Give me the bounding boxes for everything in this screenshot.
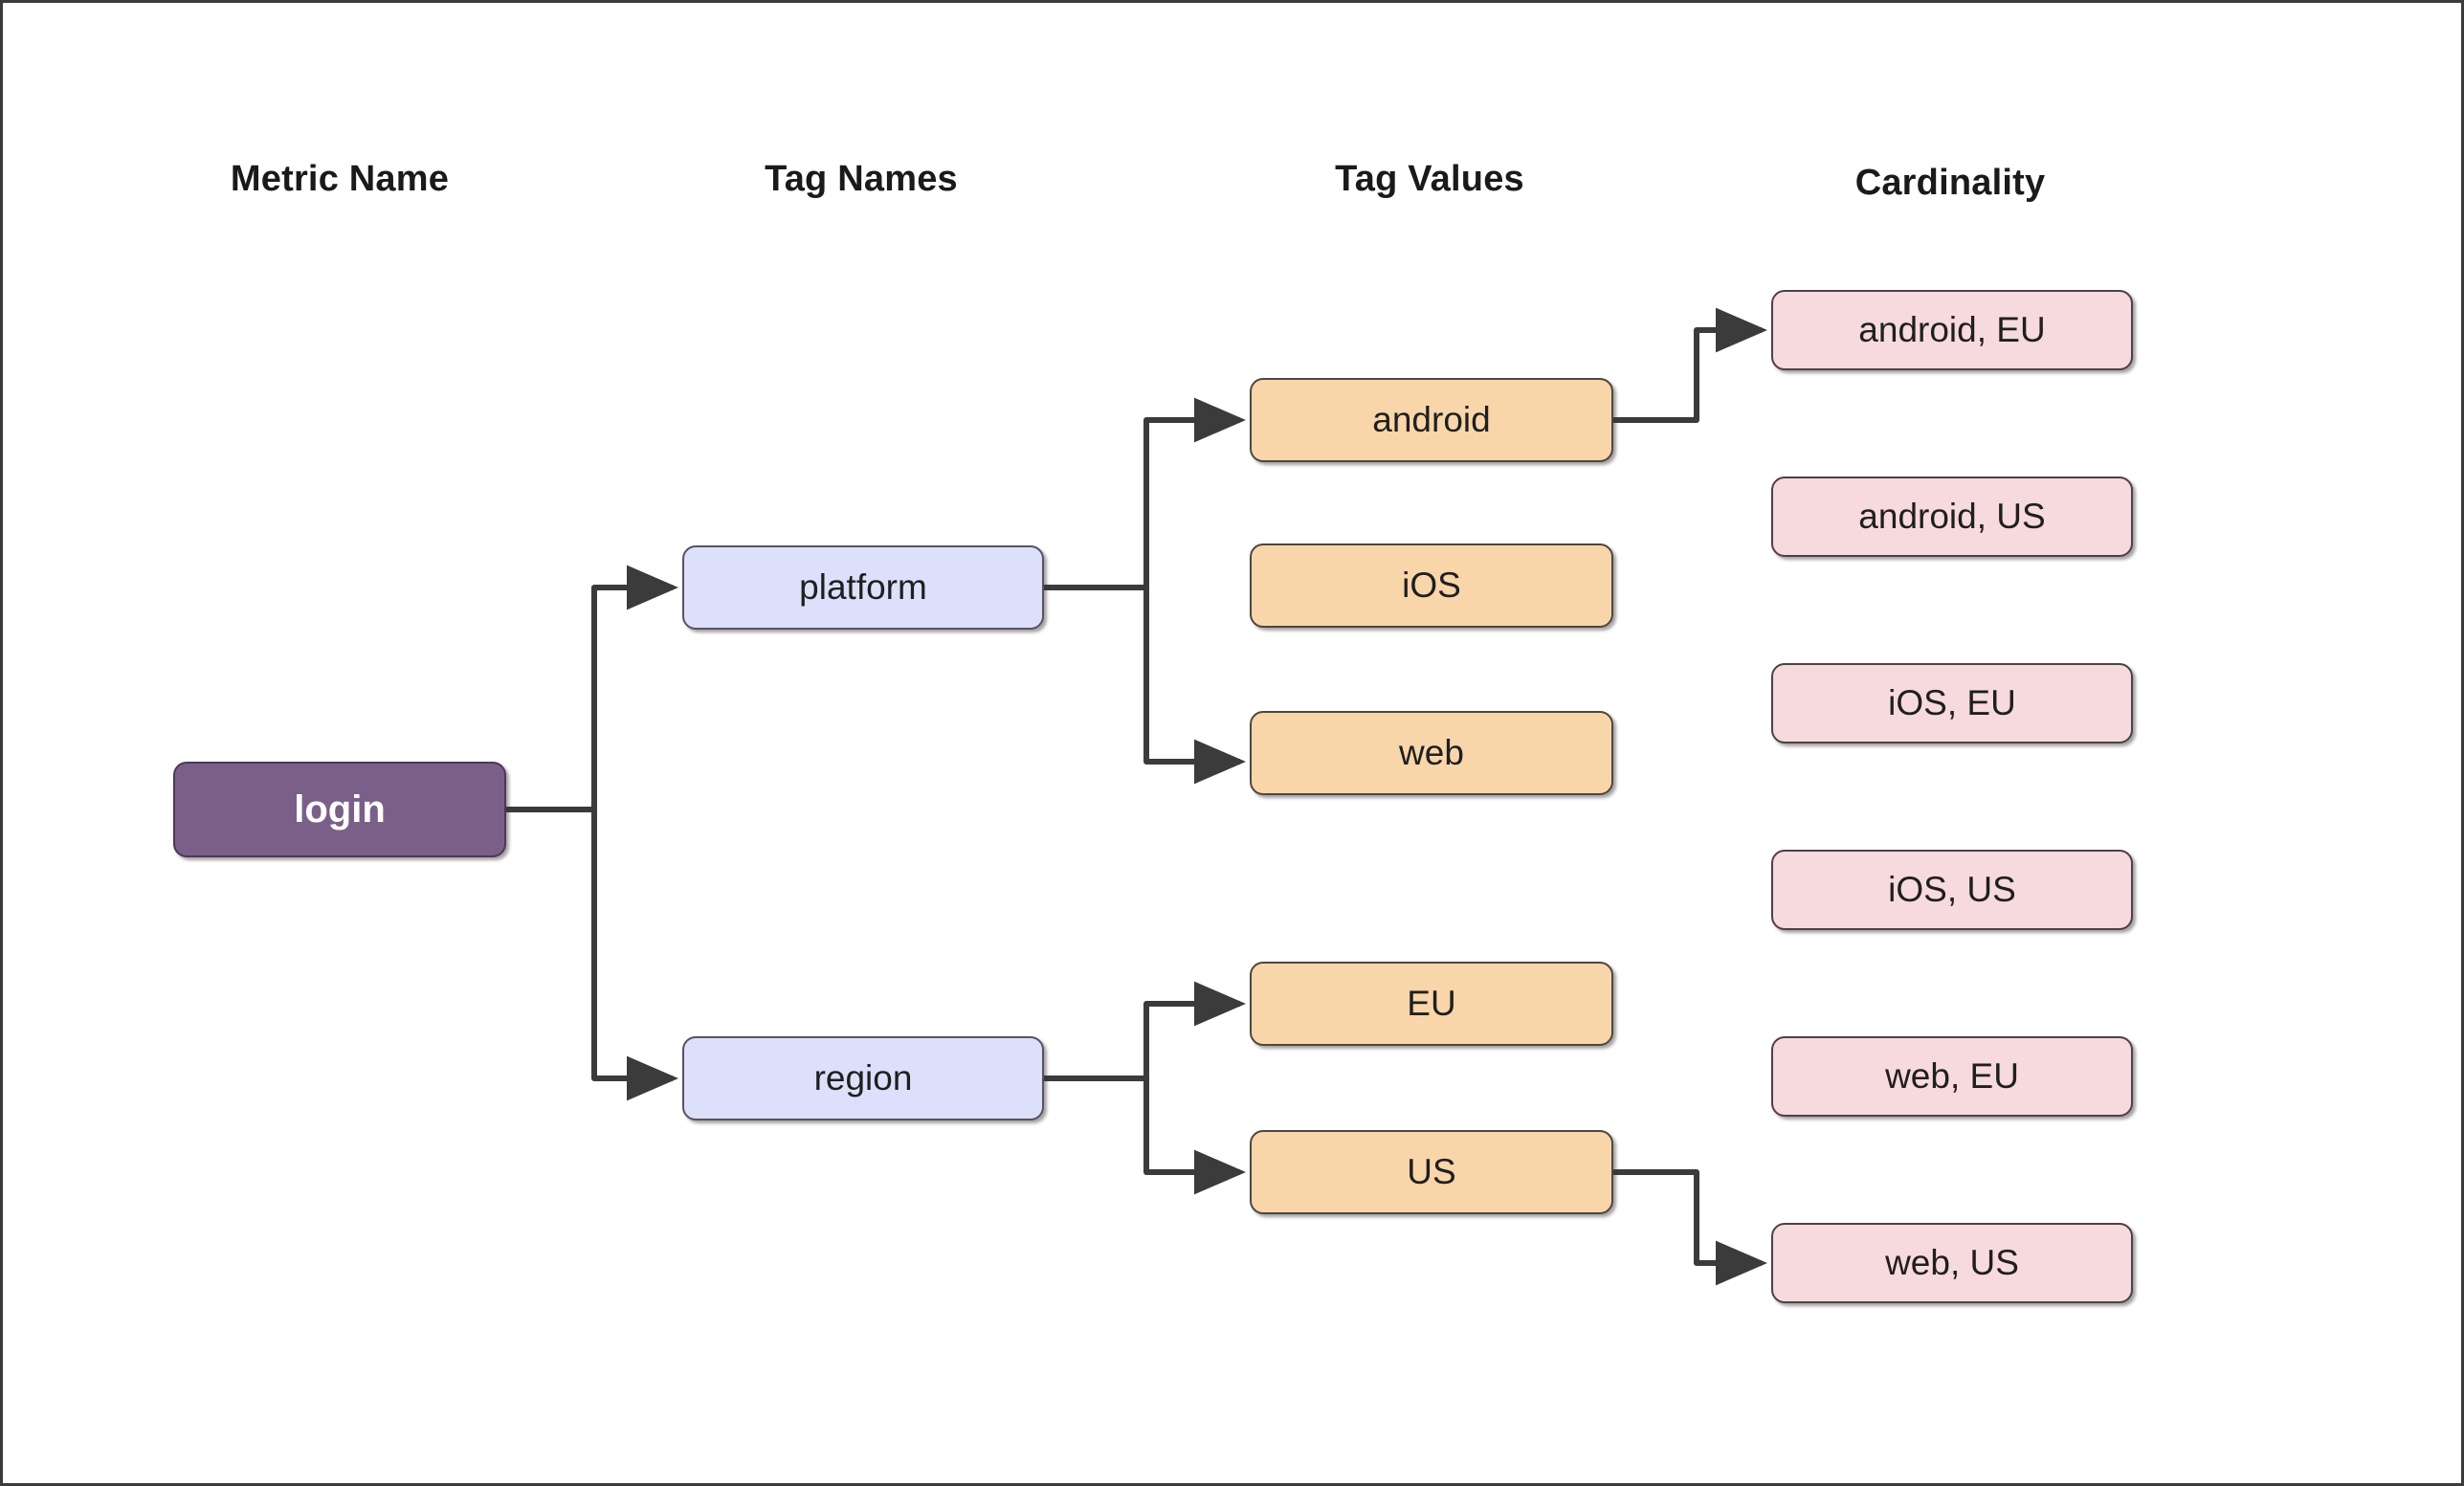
node-region[interactable]: region: [682, 1036, 1044, 1120]
node-android-us[interactable]: android, US: [1771, 477, 2133, 557]
node-ios-eu-label: iOS, EU: [1888, 683, 2016, 722]
node-login-label: login: [294, 787, 386, 831]
edge-platform-web: [1143, 588, 1246, 785]
column-header-tag-names: Tag Names: [765, 159, 958, 199]
node-android-eu-label: android, EU: [1858, 310, 2046, 349]
node-android-label: android: [1372, 400, 1491, 439]
edge-us-cardinality: [1613, 1169, 1767, 1286]
node-android[interactable]: android: [1250, 378, 1613, 462]
edge-android-cardinality: [1613, 307, 1767, 423]
node-web-us-label: web, US: [1885, 1243, 2019, 1282]
node-web-eu[interactable]: web, EU: [1771, 1036, 2133, 1117]
node-web-label: web: [1399, 733, 1464, 772]
node-web-eu-label: web, EU: [1885, 1056, 2019, 1096]
edge-platform-android: [1044, 397, 1246, 590]
node-web-us[interactable]: web, US: [1771, 1223, 2133, 1303]
node-android-us-label: android, US: [1858, 497, 2046, 536]
node-eu[interactable]: EU: [1250, 962, 1613, 1046]
node-login[interactable]: login: [173, 762, 506, 857]
node-ios-label: iOS: [1402, 566, 1461, 605]
edge-login-platform: [506, 565, 678, 812]
edge-region-us: [1143, 1078, 1246, 1195]
node-us-label: US: [1407, 1152, 1456, 1191]
node-ios-eu[interactable]: iOS, EU: [1771, 663, 2133, 743]
node-ios-us-label: iOS, US: [1888, 870, 2016, 909]
node-eu-label: EU: [1407, 984, 1456, 1023]
node-us[interactable]: US: [1250, 1130, 1613, 1214]
node-android-eu[interactable]: android, EU: [1771, 290, 2133, 370]
edge-region-eu: [1044, 981, 1246, 1081]
edge-login-region: [506, 807, 678, 1101]
column-header-tag-values: Tag Values: [1335, 159, 1524, 199]
node-ios[interactable]: iOS: [1250, 543, 1613, 628]
column-header-metric-name: Metric Name: [230, 159, 450, 199]
node-web[interactable]: web: [1250, 711, 1613, 795]
node-platform[interactable]: platform: [682, 545, 1044, 630]
node-platform-label: platform: [799, 567, 927, 607]
node-region-label: region: [813, 1058, 913, 1098]
column-header-cardinality: Cardinality: [1854, 163, 2046, 203]
node-ios-us[interactable]: iOS, US: [1771, 850, 2133, 930]
